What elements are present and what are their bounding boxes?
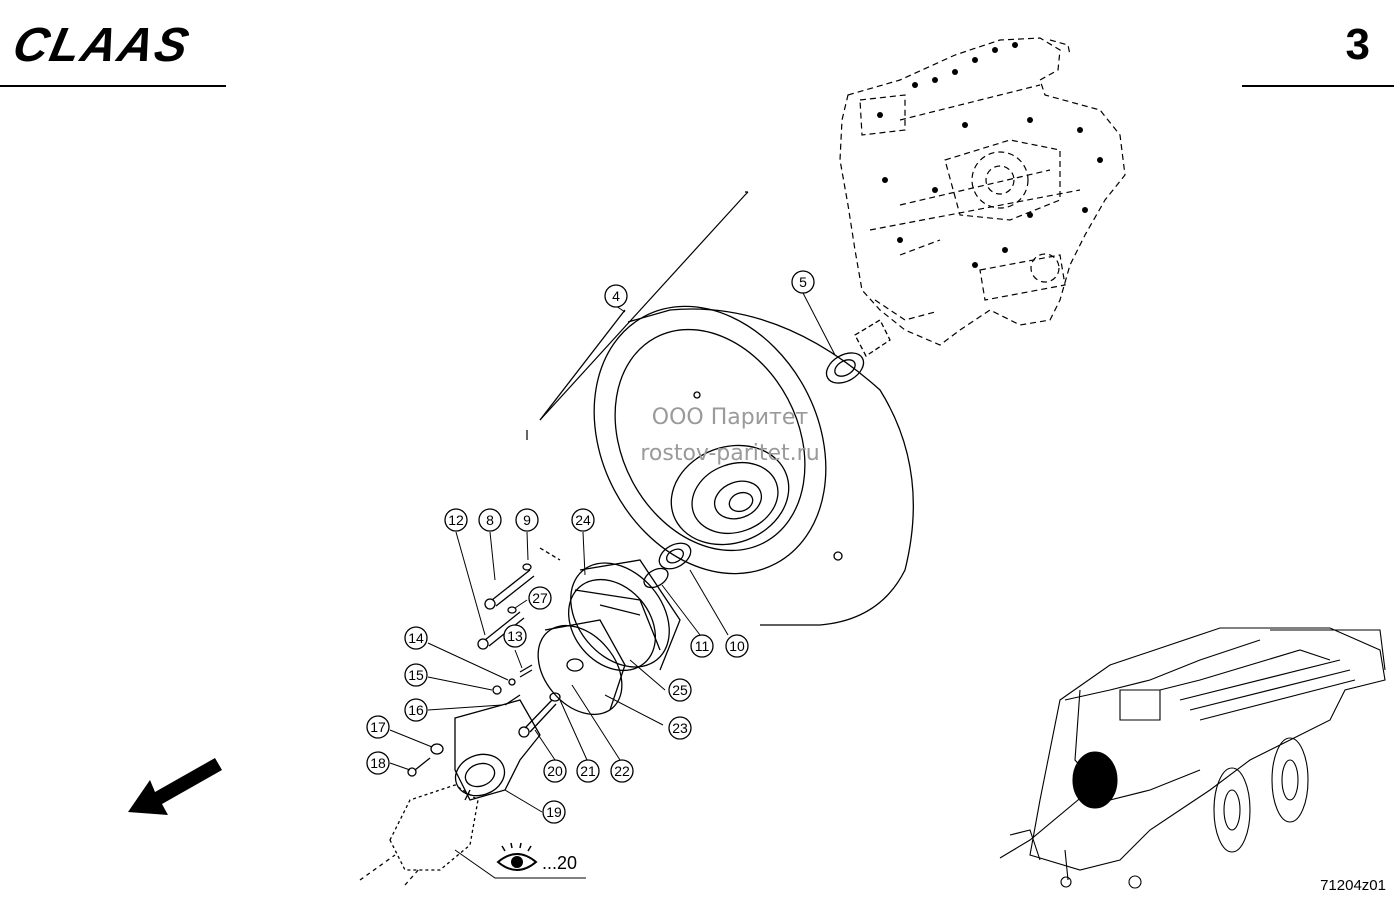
gearbox-outline	[839, 37, 1126, 346]
callout-8: 8	[478, 508, 502, 532]
shaft-centerline	[526, 191, 749, 440]
callout-17: 17	[366, 715, 390, 739]
callout-20: 20	[543, 759, 567, 783]
bearing-5	[825, 352, 865, 384]
header-rule-right	[1242, 85, 1394, 87]
clutch-hub-24	[567, 559, 681, 672]
callout-14: 14	[404, 626, 428, 650]
callout-21: 21	[576, 759, 600, 783]
circlip-11	[643, 567, 669, 589]
watermark-line1: ООО Паритет	[651, 405, 809, 430]
callout-label: 21	[580, 763, 596, 779]
callout-16: 16	[404, 698, 428, 722]
callout-label: 15	[408, 667, 424, 683]
callout-25: 25	[668, 678, 692, 702]
baler-overview	[999, 627, 1386, 889]
bolt-20	[518, 699, 557, 738]
callout-layer: 4 5 8 9 10 11 12 13 14 15 16 17 18 19 20 21 22 23 24 25 27	[366, 270, 815, 824]
reference-eye-icon	[496, 842, 538, 871]
callout-23: 23	[668, 716, 692, 740]
washer-27	[507, 606, 517, 614]
callout-10: 10	[725, 634, 749, 658]
callout-label: 18	[370, 755, 386, 771]
gearbox-bolts	[877, 42, 1103, 268]
callout-label: 20	[547, 763, 563, 779]
reference-text: ...20	[542, 853, 577, 873]
callout-label: 9	[523, 512, 531, 528]
callout-label: 16	[408, 702, 424, 718]
leader-lines	[389, 292, 836, 879]
callout-label: 14	[408, 630, 424, 646]
callout-label: 12	[448, 512, 464, 528]
callout-24: 24	[571, 508, 595, 532]
bolt-8	[484, 569, 535, 610]
callout-15: 15	[404, 663, 428, 687]
washer-15	[492, 685, 502, 695]
callout-label: 10	[729, 638, 745, 654]
callout-label: 24	[575, 512, 591, 528]
callout-13: 13	[503, 624, 527, 648]
callout-label: 22	[614, 763, 630, 779]
callout-22: 22	[610, 759, 634, 783]
pin-13	[519, 664, 533, 678]
motor-19	[454, 699, 541, 801]
washer-9	[522, 563, 532, 571]
callout-label: 8	[486, 512, 494, 528]
bolt-18	[407, 757, 431, 777]
callout-label: 11	[695, 638, 710, 654]
callout-4: 4	[604, 284, 628, 308]
callout-18: 18	[366, 751, 390, 775]
callout-12: 12	[444, 508, 468, 532]
callout-label: 27	[532, 590, 548, 606]
callout-19: 19	[542, 800, 566, 824]
disc-23	[537, 619, 626, 716]
callout-label: 5	[799, 274, 807, 290]
callout-9: 9	[515, 508, 539, 532]
watermark-line2: rostov-paritet.ru	[640, 441, 820, 466]
callout-11: 11	[690, 634, 714, 658]
callout-label: 25	[672, 682, 688, 698]
callout-label: 17	[370, 719, 386, 735]
header-rule-left	[0, 85, 226, 87]
watermark: ООО Паритет rostov-paritet.ru	[600, 400, 860, 472]
callout-5: 5	[791, 270, 815, 294]
washer-21	[549, 692, 561, 702]
input-shaft	[854, 319, 891, 357]
callout-label: 23	[672, 720, 688, 736]
flywheel	[593, 305, 914, 626]
nut-17	[430, 743, 444, 755]
callout-label: 13	[507, 628, 523, 644]
page-number: 3	[1345, 20, 1370, 69]
callout-label: 19	[546, 804, 562, 820]
callout-27: 27	[528, 586, 552, 610]
pin-14	[508, 678, 516, 686]
callout-label: 4	[612, 288, 620, 304]
drawing-id: 71204z01	[1320, 877, 1386, 894]
bearing-10	[658, 542, 692, 570]
direction-arrow	[128, 758, 222, 815]
